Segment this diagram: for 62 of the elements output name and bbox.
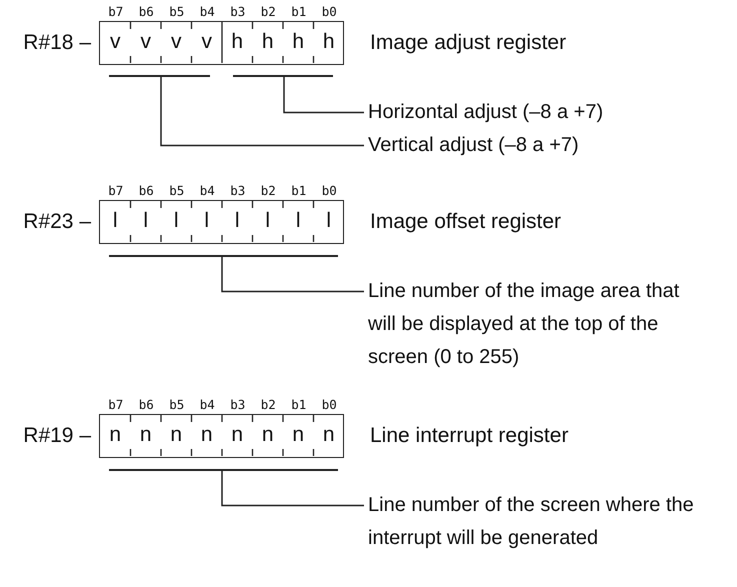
bit-value: h [260, 29, 275, 55]
bit-value: n [138, 422, 153, 448]
bit-number: b3 [229, 5, 246, 19]
bit-number: b3 [229, 398, 246, 412]
bit-value: h [322, 29, 336, 55]
bit-value: n [200, 422, 214, 448]
bit-value: n [230, 422, 244, 448]
bit-number: b2 [260, 5, 277, 19]
register-title: Image adjust register [370, 30, 566, 56]
bit-number: b0 [320, 5, 338, 19]
bit-number: b1 [290, 5, 308, 19]
leader-line [221, 257, 364, 292]
bit-value: v [170, 29, 182, 55]
bit-value: n [322, 422, 336, 448]
bit-number: b5 [168, 398, 186, 412]
register-name: R#23 – [23, 209, 91, 235]
bit-value: l [203, 208, 210, 234]
bit-number: b2 [260, 184, 277, 198]
leader-line [221, 471, 364, 506]
bit-number: b6 [138, 184, 155, 198]
bit-value: l [294, 208, 302, 234]
field-description: Line number of the image area that will be displayed at the top of the screen (0 to 255) [368, 275, 698, 374]
bit-number: b3 [229, 184, 246, 198]
bit-value: h [230, 29, 244, 55]
bit-value: l [234, 208, 241, 234]
bit-value: l [112, 208, 119, 234]
field-description: Line number of the screen where the interrupt will be generated [368, 489, 698, 555]
bit-number: b6 [138, 5, 155, 19]
field-description: Vertical adjust (–8 a +7) [368, 129, 698, 162]
bit-number: b7 [107, 5, 124, 19]
bit-value: l [142, 208, 150, 234]
bit-value: n [291, 422, 306, 448]
bit-value: n [169, 422, 184, 448]
leader-line [160, 77, 364, 146]
leader-line [283, 77, 364, 114]
bit-value: n [260, 422, 275, 448]
register-name: R#19 – [23, 423, 91, 449]
bit-number: b5 [168, 184, 186, 198]
bit-number: b0 [320, 184, 338, 198]
bit-value: n [108, 422, 122, 448]
register-title: Image offset register [370, 209, 562, 235]
bit-number: b4 [198, 184, 216, 198]
bit-value: l [172, 208, 180, 234]
bit-number: b5 [168, 5, 186, 19]
bit-number: b1 [290, 398, 308, 412]
bit-number: b1 [290, 184, 308, 198]
bit-value: h [291, 29, 306, 55]
bit-value: v [200, 29, 213, 55]
bit-number: b0 [320, 398, 338, 412]
bit-number: b4 [198, 398, 216, 412]
bit-number: b7 [107, 398, 124, 412]
bit-value: l [325, 208, 332, 234]
bit-number: b7 [107, 184, 124, 198]
register-title: Line interrupt register [370, 423, 568, 449]
bit-number: b4 [198, 5, 216, 19]
bit-value: v [140, 29, 152, 55]
bit-value: v [109, 29, 122, 55]
register-name: R#18 – [23, 30, 91, 56]
field-description: Horizontal adjust (–8 a +7) [368, 96, 698, 129]
bit-number: b6 [138, 398, 155, 412]
bit-number: b2 [260, 398, 277, 412]
bit-value: l [264, 208, 272, 234]
